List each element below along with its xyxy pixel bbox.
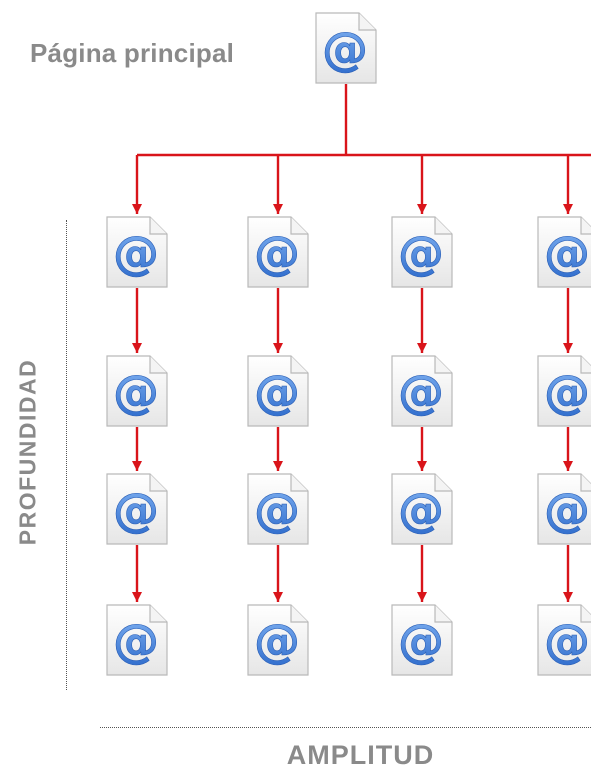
page-node-col3-row3-icon — [391, 473, 453, 545]
depth-arrowhead-col4-row1 — [563, 343, 573, 353]
depth-arrowhead-col1-row3 — [132, 592, 142, 602]
depth-arrowhead-col2-row3 — [273, 592, 283, 602]
breadth-axis-label: AMPLITUD — [286, 740, 435, 770]
depth-arrowhead-col3-row3 — [417, 592, 427, 602]
depth-arrowhead-col3-row2 — [417, 461, 427, 471]
page-node-col2-row4-icon — [247, 604, 309, 676]
depth-arrowhead-col1-row2 — [132, 461, 142, 471]
page-node-col2-row3-icon — [247, 473, 309, 545]
page-node-col3-row4-icon — [391, 604, 453, 676]
home-page-icon — [315, 12, 377, 84]
depth-arrowhead-col4-row3 — [563, 592, 573, 602]
column-3-drop-arrowhead — [417, 204, 427, 214]
page-node-col3-row1-icon — [391, 216, 453, 288]
page-node-col1-row4-icon — [106, 604, 168, 676]
home-page-label: Página principal — [30, 38, 235, 68]
depth-axis-line — [66, 220, 67, 690]
page-node-col1-row2-icon — [106, 355, 168, 427]
depth-arrowhead-col2-row2 — [273, 461, 283, 471]
depth-arrowhead-col3-row1 — [417, 343, 427, 353]
page-node-col1-row1-icon — [106, 216, 168, 288]
column-2-drop-arrowhead — [273, 204, 283, 214]
page-node-col4-row3-icon — [537, 473, 591, 545]
depth-arrowhead-col1-row1 — [132, 343, 142, 353]
page-node-col4-row2-icon — [537, 355, 591, 427]
depth-axis-label: PROFUNDIDAD — [14, 358, 41, 546]
depth-arrowhead-col2-row1 — [273, 343, 283, 353]
column-4-drop-arrowhead — [563, 204, 573, 214]
breadth-axis-line — [100, 727, 591, 728]
column-1-drop-arrowhead — [132, 204, 142, 214]
page-node-col2-row2-icon — [247, 355, 309, 427]
page-node-col3-row2-icon — [391, 355, 453, 427]
depth-arrowhead-col4-row2 — [563, 461, 573, 471]
page-node-col4-row1-icon — [537, 216, 591, 288]
page-node-col4-row4-icon — [537, 604, 591, 676]
page-node-col1-row3-icon — [106, 473, 168, 545]
page-node-col2-row1-icon — [247, 216, 309, 288]
